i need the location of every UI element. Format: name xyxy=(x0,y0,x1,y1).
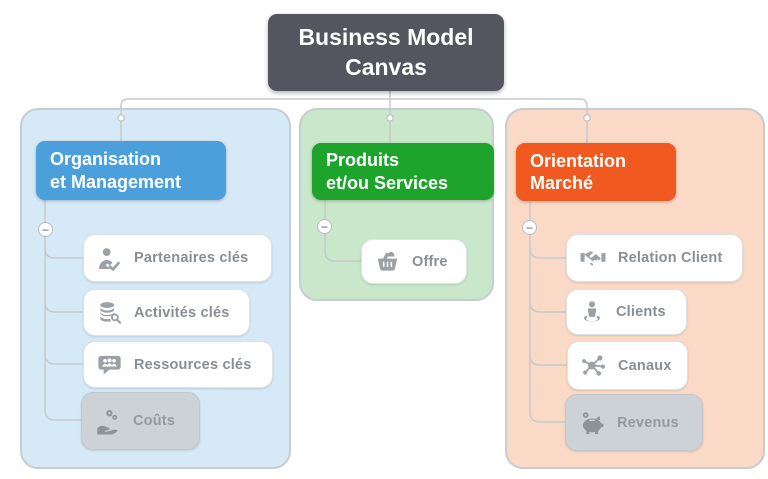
node-label: Partenaires clés xyxy=(134,250,249,266)
collapse-button-marche[interactable]: − xyxy=(522,220,537,235)
branch-header-produits[interactable]: Produits et/ou Services xyxy=(312,143,494,200)
node-label: Activités clés xyxy=(134,304,230,321)
person-ring-icon xyxy=(583,301,601,322)
node-label: Ressources clés xyxy=(134,356,252,373)
database-search-icon xyxy=(100,302,122,324)
person-check-icon xyxy=(99,247,121,271)
network-icon xyxy=(582,355,606,376)
node-label: Offre xyxy=(412,253,448,270)
branch-header-organisation[interactable]: Organisation et Management xyxy=(36,141,226,200)
node-activites-cles[interactable]: Activités clés xyxy=(83,289,250,336)
root-node-title[interactable]: Business Model Canvas xyxy=(268,14,504,91)
node-relation-client[interactable]: Relation Client xyxy=(566,234,743,282)
node-label: Relation Client xyxy=(618,250,723,266)
piggy-bank-icon xyxy=(582,411,604,434)
hand-coins-icon xyxy=(97,410,118,435)
node-label: Revenus xyxy=(617,414,679,431)
node-partenaires-cles[interactable]: Partenaires clés xyxy=(83,234,272,282)
handshake-icon xyxy=(580,251,606,266)
chat-people-icon xyxy=(98,355,121,375)
branch-header-marche[interactable]: Orientation Marché xyxy=(516,143,676,201)
node-label: Coûts xyxy=(133,413,176,429)
node-ressources-cles[interactable]: Ressources clés xyxy=(83,341,273,388)
node-couts[interactable]: Coûts xyxy=(81,392,200,450)
node-clients[interactable]: Clients xyxy=(566,289,687,335)
node-label: Canaux xyxy=(618,357,672,374)
node-label: Clients xyxy=(616,304,666,320)
collapse-button-organisation[interactable]: − xyxy=(38,222,53,237)
node-revenus[interactable]: Revenus xyxy=(565,394,703,451)
collapse-button-produits[interactable]: − xyxy=(317,219,332,234)
basket-icon xyxy=(377,251,398,271)
node-canaux[interactable]: Canaux xyxy=(567,341,688,390)
node-offre[interactable]: Offre xyxy=(361,239,467,284)
